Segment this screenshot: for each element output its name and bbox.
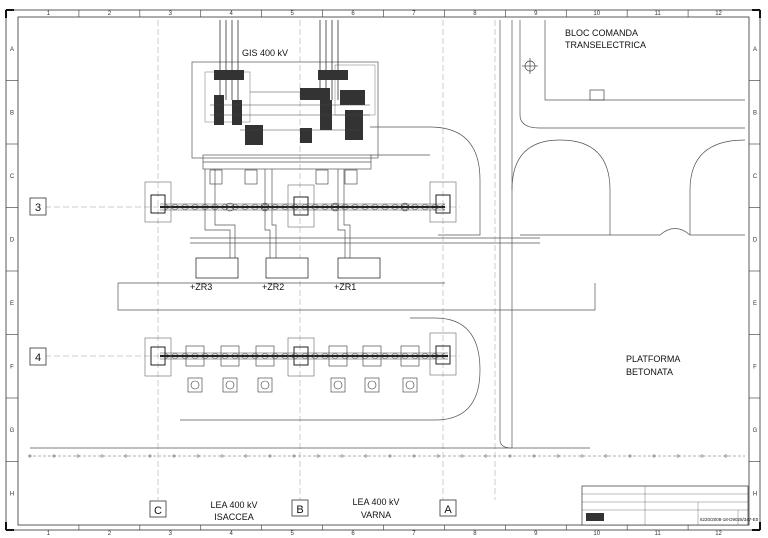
- bloc-comanda-label: BLOC COMANDA: [565, 28, 638, 38]
- column-label-bottom-3: 3: [169, 531, 173, 537]
- lea-isaccea-name: ISACCEA: [214, 512, 254, 522]
- row-labels-right: A B C D E F G H: [749, 47, 760, 497]
- zr3-label: +ZR3: [190, 282, 212, 292]
- gantry-b-row3: [287, 184, 315, 228]
- column-label-4: 4: [230, 11, 234, 17]
- column-label-5: 5: [290, 11, 294, 17]
- column-label-bottom-4: 4: [230, 531, 234, 537]
- row-label-right-H: H: [753, 491, 757, 497]
- column-label-11: 11: [655, 11, 662, 17]
- roads: [30, 20, 746, 449]
- betonata-label: BETONATA: [626, 367, 673, 377]
- row-label-E: E: [10, 301, 14, 307]
- row-labels-left: A B C D E F G H: [6, 47, 18, 497]
- row-4-box: [29, 347, 47, 366]
- zr-cabinets: [195, 257, 381, 279]
- row-3-label: 3: [35, 202, 41, 214]
- bay-a-label: A: [444, 504, 452, 516]
- row-label-H: H: [10, 491, 14, 497]
- lea-varna-title: LEA 400 kV: [352, 497, 399, 507]
- column-label-12: 12: [715, 11, 722, 17]
- row-label-C: C: [10, 174, 15, 180]
- column-label-bottom-6: 6: [351, 531, 355, 537]
- column-label-8: 8: [473, 11, 477, 17]
- row-label-right-C: C: [753, 174, 758, 180]
- row-label-B: B: [10, 110, 14, 116]
- column-label-bottom-12: 12: [715, 531, 722, 537]
- row-label-right-A: A: [753, 47, 757, 53]
- column-label-bottom-8: 8: [473, 531, 477, 537]
- bay-c-box: [149, 500, 167, 518]
- row-label-G: G: [10, 428, 15, 434]
- cable-trays: [190, 154, 540, 260]
- gantry-c-row3: [144, 181, 172, 223]
- column-label-9: 9: [534, 11, 538, 17]
- bay-a-box: [439, 499, 457, 517]
- busbar-row-3: [144, 169, 457, 228]
- gis-label: GIS 400 kV: [242, 48, 288, 58]
- outer-frame: [5, 9, 761, 531]
- row-label-right-G: G: [753, 428, 758, 434]
- platforma-label: PLATFORMA: [626, 354, 680, 364]
- zr1-label: +ZR1: [334, 282, 356, 292]
- lea-isaccea-title: LEA 400 kV: [210, 500, 257, 510]
- zr2-label: +ZR2: [262, 282, 284, 292]
- column-label-6: 6: [351, 11, 355, 17]
- row-label-right-D: D: [753, 237, 758, 243]
- drawing-number: 6220/2008-18-D9028/347-E0: [700, 517, 759, 522]
- lea-varna-name: VARNA: [361, 510, 391, 520]
- bay-b-box: [291, 499, 309, 517]
- column-label-10: 10: [593, 11, 600, 17]
- column-label-bottom-9: 9: [534, 531, 538, 537]
- gantry-a-row3: [429, 181, 457, 223]
- row-label-right-B: B: [753, 110, 757, 116]
- column-label-bottom-1: 1: [47, 531, 51, 537]
- column-label-bottom-2: 2: [108, 531, 112, 537]
- inner-frame: [17, 16, 750, 526]
- bay-c-label: C: [154, 505, 162, 517]
- row-3-box: [29, 197, 47, 216]
- row-label-right-F: F: [753, 364, 757, 370]
- column-label-bottom-7: 7: [412, 531, 416, 537]
- row-label-right-E: E: [753, 301, 757, 307]
- column-label-7: 7: [412, 11, 416, 17]
- row-4-label: 4: [35, 352, 41, 364]
- row-label-A: A: [10, 47, 14, 53]
- column-label-3: 3: [169, 11, 173, 17]
- title-block: 6220/2008-18-D9028/347-E0: [581, 485, 759, 526]
- transelectrica-label: TRANSELECTRICA: [565, 40, 646, 50]
- column-label-1: 1: [47, 11, 51, 17]
- corner-marks: [5, 9, 761, 531]
- row-label-F: F: [10, 364, 14, 370]
- column-label-bottom-11: 11: [655, 531, 662, 537]
- control-building-marks: [522, 58, 605, 101]
- busbar-row-4: [144, 332, 457, 393]
- bay-b-label: B: [296, 504, 303, 516]
- gis-building: [191, 20, 379, 159]
- fence-line: [28, 454, 745, 458]
- column-label-bottom-10: 10: [593, 531, 600, 537]
- row-label-D: D: [10, 237, 15, 243]
- column-label-2: 2: [108, 11, 112, 17]
- column-label-bottom-5: 5: [290, 531, 294, 537]
